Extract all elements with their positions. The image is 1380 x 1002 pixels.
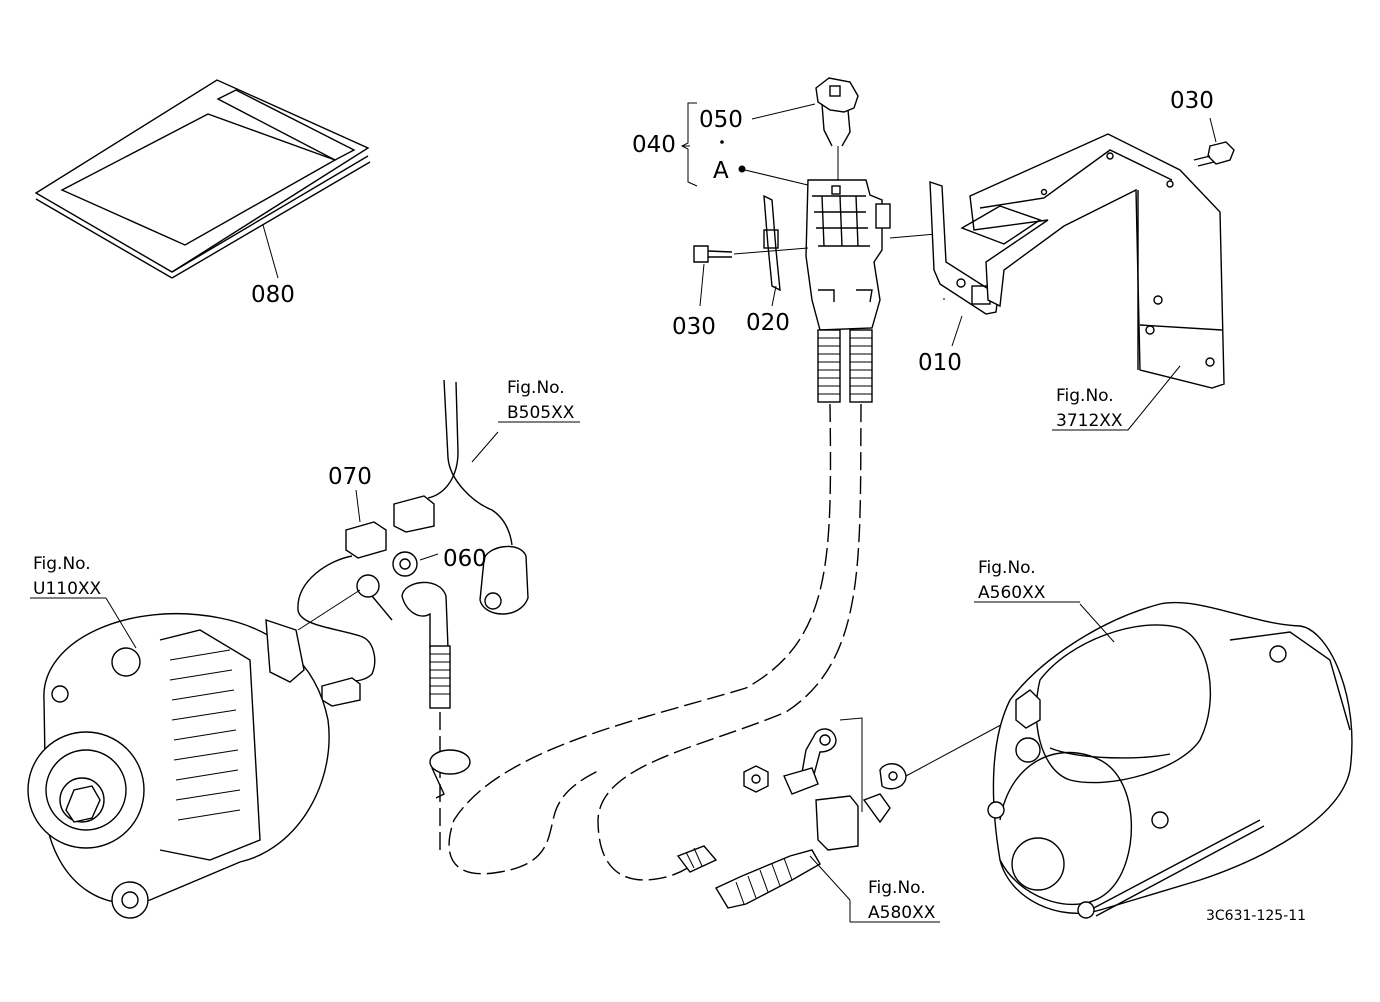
harness-b505-drawing [393, 379, 529, 615]
drawing-code: 3C631-125-11 [1206, 908, 1306, 924]
manual-drawing [34, 79, 371, 279]
cover-plate-drawing [693, 194, 937, 307]
connector-070-drawing [297, 489, 393, 707]
fig-label-b505-code: B505XX [507, 403, 575, 423]
part-label-070: 070 [328, 464, 372, 490]
part-label-040: 040 [632, 132, 676, 158]
fig-label-a580-prefix: Fig.No. [868, 878, 926, 898]
fig-label-a560-code: A560XX [978, 583, 1046, 603]
part-label-060: 060 [443, 546, 487, 572]
part-label-010: 010 [918, 350, 962, 376]
alternator-drawing [27, 589, 361, 919]
bracket-040-group [680, 102, 816, 187]
part-label-080: 080 [251, 282, 295, 308]
fuse-drawing [815, 77, 859, 240]
fuse-holder-drawing [805, 179, 891, 331]
starter-cable-parts-drawing [676, 717, 1011, 909]
fig-label-3712-prefix: Fig.No. [1056, 386, 1114, 406]
battery-bracket-drawing [960, 133, 1225, 431]
starter-motor-drawing [987, 601, 1353, 919]
corrugated-tube-drawing [817, 329, 873, 403]
part-label-a: A [713, 158, 729, 184]
fig-label-a560-prefix: Fig.No. [978, 558, 1036, 578]
bolt-030-right-drawing [1193, 117, 1235, 167]
fig-label-u110-prefix: Fig.No. [33, 554, 91, 574]
nut-060-drawing [392, 551, 471, 799]
part-label-030-left: 030 [672, 314, 716, 340]
main-cable-drawing [439, 403, 862, 881]
fig-label-b505-prefix: Fig.No. [507, 378, 565, 398]
fig-label-3712-code: 3712XX [1056, 411, 1123, 431]
fig-label-u110-code: U110XX [33, 579, 102, 599]
part-label-020: 020 [746, 310, 790, 336]
part-label-030-right: 030 [1170, 88, 1214, 114]
part-label-050: 050 [699, 107, 743, 133]
fig-label-a580-code: A580XX [868, 903, 936, 923]
